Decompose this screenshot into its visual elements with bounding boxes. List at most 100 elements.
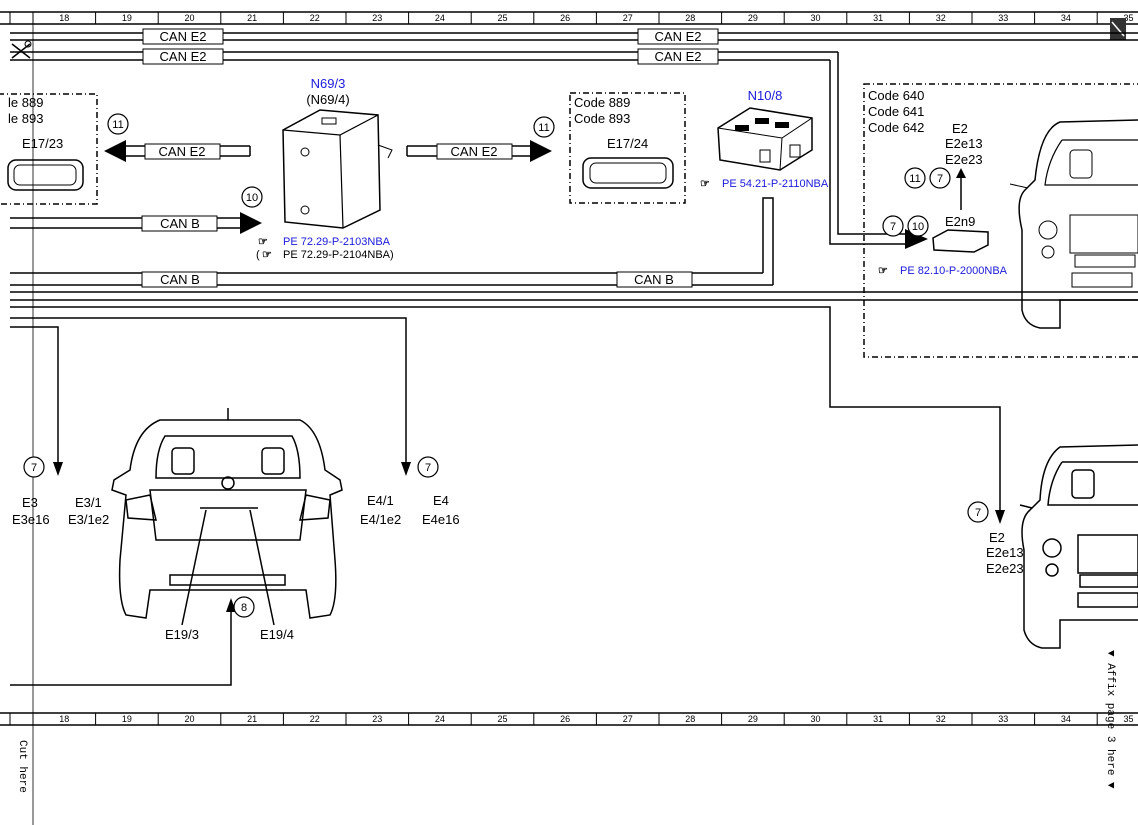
- e4-label: E4e16: [422, 512, 460, 527]
- ruler-column-label: 23: [372, 714, 382, 724]
- n69-module: N69/3 (N69/4): [282, 76, 393, 229]
- ruler-column-label: 20: [184, 714, 194, 724]
- n10-ref: ☞ PE 54.21-P-2110NBA: [700, 178, 829, 190]
- ruler-column-label: 27: [623, 13, 633, 23]
- callout-circle: [967, 501, 989, 523]
- e2-label: E2: [952, 121, 968, 136]
- can-e2-label-4: CAN E2: [637, 48, 719, 65]
- box-label: E17/24: [607, 136, 648, 151]
- callout-circle: [882, 215, 904, 237]
- callout-circle: [533, 116, 555, 138]
- rear-vehicle: [111, 408, 343, 626]
- arrow-up-e19: [226, 598, 236, 612]
- callout-number: 7: [31, 462, 37, 474]
- ruler-column-label: 32: [936, 714, 946, 724]
- ruler-column-label: 30: [810, 714, 820, 724]
- ruler-column-label: 24: [435, 714, 445, 724]
- e2-label: E2e13: [986, 545, 1024, 560]
- e31-label: E3/1e2: [68, 512, 109, 527]
- svg-text:☞: ☞: [878, 265, 888, 277]
- ruler-column-label: 19: [122, 714, 132, 724]
- ruler-column-label: 19: [122, 13, 132, 23]
- can-e2-text: CAN E2: [451, 144, 498, 159]
- n10-ref-text: PE 54.21-P-2110NBA: [722, 178, 829, 190]
- e4-label: E4: [433, 493, 449, 508]
- can-e2-text: CAN E2: [160, 49, 207, 64]
- can-b-label-1: CAN B: [141, 271, 218, 288]
- callout-number: 10: [246, 192, 258, 204]
- ruler-column-label: 30: [810, 13, 820, 23]
- svg-text:☞: ☞: [258, 236, 268, 248]
- can-e2-text: CAN E2: [160, 29, 207, 44]
- ruler-column-label: 28: [685, 714, 695, 724]
- e2-label: E2e13: [945, 136, 983, 151]
- ruler-column-label: 33: [998, 714, 1008, 724]
- ruler-column-label: 21: [247, 13, 257, 23]
- box-code: Code 889: [574, 95, 630, 110]
- box-code: le 889: [8, 95, 43, 110]
- callout-number: 7: [890, 221, 896, 233]
- right-vehicle-box: Code 640 Code 641 Code 642 E2 E2e13 E2e2…: [863, 83, 1138, 358]
- ruler-column-label: 20: [184, 13, 194, 23]
- callout-circle: [23, 456, 45, 478]
- ruler-column-label: 25: [497, 714, 507, 724]
- svg-text:☞: ☞: [700, 178, 710, 190]
- n69-name: N69/3: [311, 76, 346, 91]
- box-code: Code 893: [574, 111, 630, 126]
- can-e2-text: CAN E2: [655, 49, 702, 64]
- ruler-column-label: 34: [1061, 714, 1071, 724]
- callout-circle: [904, 167, 926, 189]
- can-b-text: CAN B: [634, 272, 674, 287]
- svg-text:☞: ☞: [262, 249, 272, 261]
- e3-label: E3: [22, 495, 38, 510]
- can-e2-label-1: CAN E2: [142, 28, 224, 45]
- e2n9-ref-text: PE 82.10-P-2000NBA: [900, 265, 1008, 277]
- n69-ref2-paren: (: [256, 249, 260, 261]
- ruler-column-label: 22: [310, 714, 320, 724]
- arrow-down-e4: [401, 462, 411, 476]
- ruler-column-label: 23: [372, 13, 382, 23]
- box-code: Code 640: [868, 88, 924, 103]
- callout-circle: [107, 113, 129, 135]
- mid-light-box: Code 889 Code 893 E17/24: [569, 92, 686, 204]
- e2n9-name: E2n9: [945, 214, 975, 229]
- ruler-column-label: 32: [936, 13, 946, 23]
- ruler-column-label: 18: [59, 13, 69, 23]
- ruler-column-label: 31: [873, 714, 883, 724]
- callout-number: 11: [112, 119, 123, 131]
- e19-4-label: E19/4: [260, 627, 294, 642]
- ruler-column-label: 33: [998, 13, 1008, 23]
- ruler-column-label: 31: [873, 13, 883, 23]
- arrow-down-e3: [53, 462, 63, 476]
- affix-text: ▼ Affix page 3 here ▼: [1104, 650, 1116, 789]
- can-e2-label-3: CAN E2: [142, 48, 224, 65]
- ruler-column-label: 26: [560, 714, 570, 724]
- can-e2-arrow-right: CAN E2: [406, 140, 552, 162]
- box-code: Code 641: [868, 104, 924, 119]
- cut-here-text: Cut here: [16, 740, 28, 793]
- can-b-text: CAN B: [160, 216, 200, 231]
- can-b-label-2: CAN B: [616, 271, 693, 288]
- callout-number: 7: [425, 462, 431, 474]
- ruler-column-label: 27: [623, 714, 633, 724]
- callout-number: 7: [937, 173, 943, 185]
- n69-ref2: PE 72.29-P-2104NBA): [283, 249, 394, 261]
- callout-circle: [417, 456, 439, 478]
- callout-number: 11: [909, 173, 920, 185]
- box-label: E17/23: [22, 136, 63, 151]
- ruler-column-label: 18: [59, 714, 69, 724]
- e2n9-ref: ☞ PE 82.10-P-2000NBA: [878, 265, 1008, 277]
- n69-ref: ☞ PE 72.29-P-2103NBA ( ☞ PE 72.29-P-2104…: [256, 236, 394, 261]
- ruler-column-label: 26: [560, 13, 570, 23]
- box-code: Code 642: [868, 120, 924, 135]
- can-b-text: CAN B: [160, 272, 200, 287]
- can-e2-text: CAN E2: [655, 29, 702, 44]
- arrow-down-e2: [995, 510, 1005, 524]
- can-e2-label-2: CAN E2: [637, 28, 719, 45]
- box-code: le 893: [8, 111, 43, 126]
- callout-number: 10: [912, 221, 924, 233]
- ruler-column-label: 22: [310, 13, 320, 23]
